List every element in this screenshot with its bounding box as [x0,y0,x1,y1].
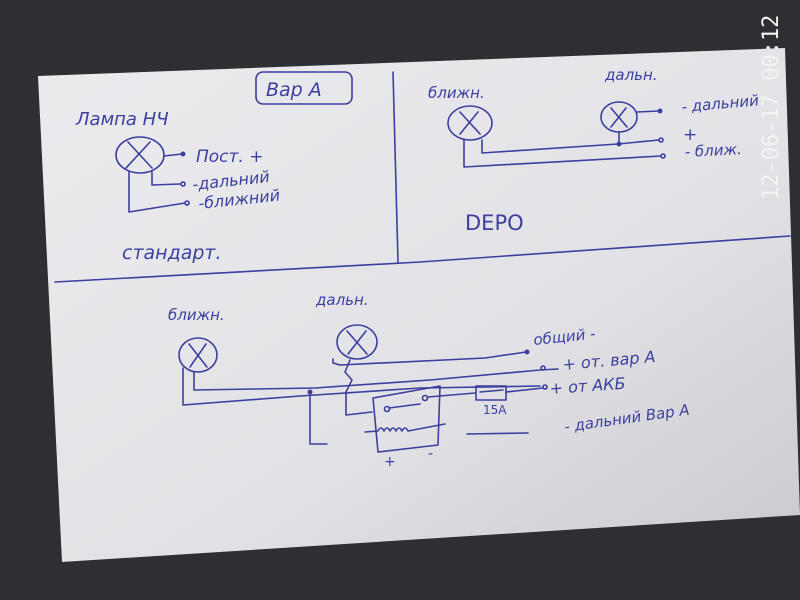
lamp-title: Лампа НЧ [75,109,169,130]
lamp-icon [115,136,165,174]
relay-plus: + [384,454,396,470]
low-lamp-icon [447,105,493,141]
terminal-constant-plus: Пост. + [196,147,264,167]
variant-label: Вар А [266,79,322,101]
caption-standard: стандарт. [122,242,222,264]
paper-sheet [38,48,800,562]
terminal-plus: + [683,125,697,145]
vertical-divider [392,71,399,263]
fuse-icon [475,385,507,401]
panel-depo: ближн. дальн. - дальний + - ближ. DEPO [428,66,760,235]
label-high-lamp: дальн. [315,291,369,309]
label-high-lamp: дальн. [604,66,658,84]
terminal-low-beam: - ближ. [684,140,742,161]
camera-timestamp: 12-06-17 00:12 [759,15,784,200]
caption-depo: DEPO [465,211,524,235]
relay-icon [364,385,476,453]
variant-box [255,71,353,105]
label-low-lamp: ближн. [428,84,485,102]
relay-minus: - [428,446,433,462]
horizontal-divider [54,235,791,283]
fuse-rating: 15A [483,403,507,417]
low-lamp-icon [178,337,218,373]
high-lamp-icon [336,324,378,360]
panel-standard: Вар А Лампа НЧ Пост. + -дальний -ближний… [75,71,353,264]
label-low-lamp: ближн. [168,306,225,324]
